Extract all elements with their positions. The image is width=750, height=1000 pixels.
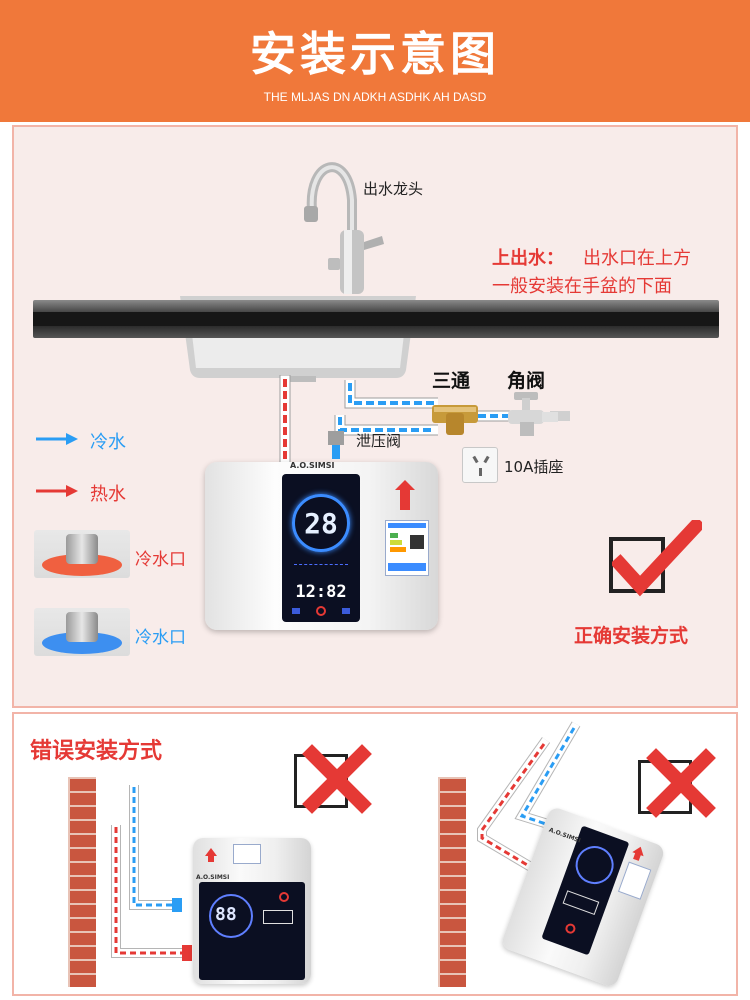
- header-banner: 安装示意图 THE MLJAS DN ADKH ASDHK AH DASD: [0, 0, 750, 122]
- countertop: [33, 300, 719, 338]
- angle-valve-label: 角阀: [507, 370, 546, 392]
- top-outlet-desc-1: 出水口在上方: [583, 248, 691, 269]
- power-button-icon[interactable]: [316, 606, 326, 616]
- energy-label: [385, 520, 429, 576]
- mini-heater-left: 88: [193, 838, 311, 984]
- cross-icon-right: [646, 748, 716, 818]
- checkmark-icon: [612, 520, 702, 597]
- control-panel: 28 12:82: [282, 474, 360, 622]
- temperature-dial: 28: [292, 494, 350, 552]
- brick-wall-left: [68, 777, 96, 987]
- mini-control-panel-right: [541, 825, 630, 956]
- faucet-label: 出水龙头: [363, 180, 424, 198]
- legend-cold-label: 冷水: [90, 432, 126, 453]
- tee-fitting-icon: [432, 405, 478, 435]
- page-title: 安装示意图: [250, 27, 500, 81]
- mini-brand-left: A.O.SIMSI: [196, 874, 230, 881]
- red-port-label: 冷水口: [135, 550, 186, 570]
- angle-valve-icon: [508, 392, 558, 436]
- top-outlet-desc-2: 一般安装在手盆的下面: [492, 276, 672, 297]
- pipes-left: [111, 785, 192, 961]
- display-time: 12:82: [295, 582, 347, 602]
- brick-wall-right: [438, 777, 466, 987]
- blue-port-image: [34, 608, 130, 656]
- up-arrow-icon: [395, 480, 415, 490]
- faucet-icon: [304, 162, 384, 294]
- wrong-title: 错误安装方式: [30, 739, 163, 764]
- page-subtitle: THE MLJAS DN ADKH ASDHK AH DASD: [263, 90, 487, 104]
- mini-display-left: 88: [215, 904, 237, 925]
- water-heater: A.O.SIMSI 28 12:82: [205, 461, 438, 630]
- hot-arrow-icon: [36, 485, 78, 497]
- cross-icon-left: [302, 744, 372, 814]
- red-port-image: [34, 530, 130, 578]
- pipe-network: [279, 375, 570, 466]
- cold-arrow-icon: [36, 433, 78, 445]
- relief-valve-label: 泄压阀: [356, 432, 402, 450]
- top-outlet-label: 上出水：: [492, 248, 564, 269]
- socket-label: 10A插座: [504, 458, 564, 476]
- correct-verdict: 正确安装方式: [574, 625, 689, 647]
- tee-label: 三通: [432, 370, 471, 392]
- legend-hot-label: 热水: [90, 484, 126, 505]
- mini-control-panel: 88: [199, 882, 305, 980]
- display-temperature: 28: [304, 507, 338, 540]
- heater-brand: A.O.SIMSI: [290, 461, 335, 470]
- blue-port-label: 冷水口: [135, 628, 186, 648]
- power-socket-icon: [462, 447, 498, 483]
